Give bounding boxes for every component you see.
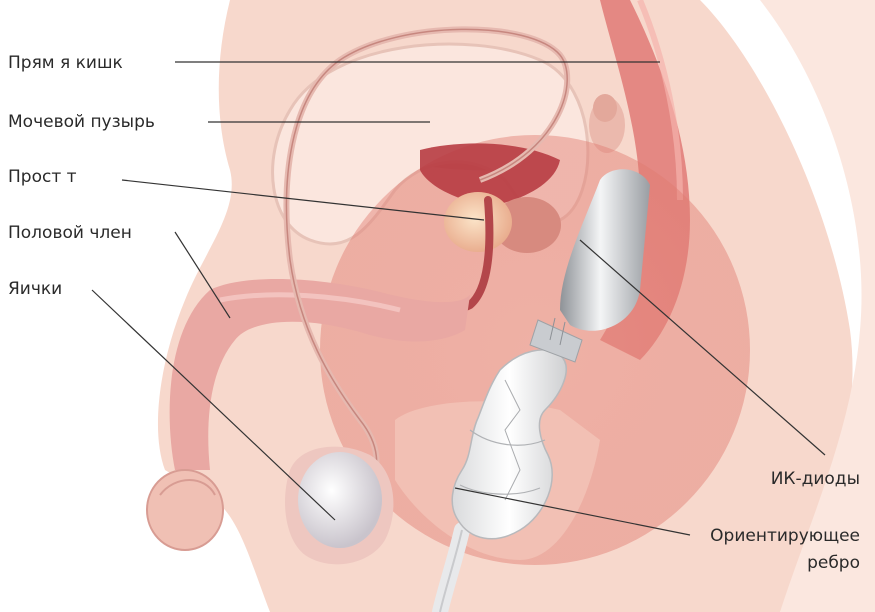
label-ir-diodes: ИК-диоды (771, 468, 860, 490)
label-bladder: Мочевой пузырь (8, 111, 155, 133)
prostate-shape (444, 192, 512, 252)
label-penis: Половой член (8, 222, 132, 244)
testicle-shape (298, 452, 382, 548)
label-orient-rib-line2: ребро (807, 552, 860, 574)
label-rectum: Прям я кишк (8, 52, 123, 74)
glans-shape (147, 470, 223, 550)
label-prostate: Прост т (8, 166, 77, 188)
label-orient-rib-line1: Ориентирующее (710, 525, 860, 547)
label-testicles: Яички (8, 278, 62, 300)
